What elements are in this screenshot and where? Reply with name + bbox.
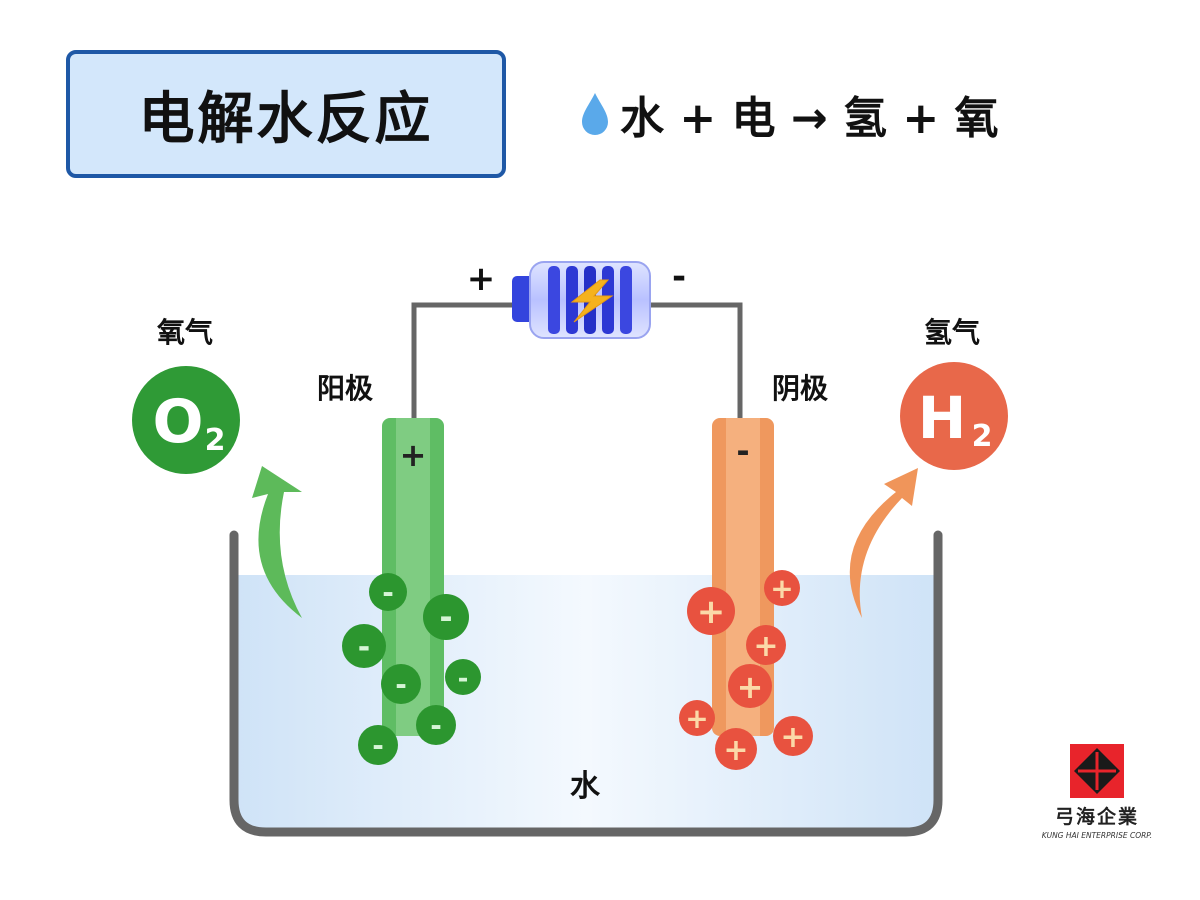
oxygen-subscript: 2: [205, 423, 226, 458]
svg-text:+: +: [780, 720, 805, 755]
svg-text:-: -: [430, 709, 442, 742]
negative-ion: -: [423, 594, 469, 640]
svg-text:+: +: [697, 592, 726, 632]
wire-left: [411, 302, 515, 418]
positive-ion: +: [715, 728, 757, 770]
logo-english-text: KUNG HAI ENTERPRISE CORP.: [1042, 831, 1152, 840]
hydrogen-symbol: H: [918, 384, 967, 452]
svg-text:+: +: [685, 702, 708, 735]
positive-ion: +: [746, 625, 786, 665]
hydrogen-gas-label: 氢气: [924, 316, 980, 349]
positive-ion: +: [764, 570, 800, 606]
svg-text:-: -: [395, 668, 407, 701]
svg-text:-: -: [358, 630, 370, 665]
lightning-icon: [570, 279, 614, 323]
water-drop-icon: [582, 93, 608, 135]
svg-text:-: -: [439, 598, 452, 636]
equation-text: 水 + 电 → 氢 + 氧: [620, 93, 999, 144]
anode-label: 阳极: [317, 372, 373, 405]
hydrogen-subscript: 2: [972, 419, 993, 454]
negative-ion: -: [358, 725, 398, 765]
negative-ion: -: [369, 573, 407, 611]
battery-minus-label: -: [672, 257, 686, 297]
positive-ion: +: [679, 700, 715, 736]
svg-text:-: -: [372, 729, 384, 762]
negative-ion: -: [416, 705, 456, 745]
anode-sign: +: [400, 436, 427, 474]
svg-text:-: -: [382, 576, 394, 609]
svg-text:+: +: [770, 572, 793, 605]
svg-text:-: -: [458, 664, 469, 694]
title-box: 电解水反应: [66, 50, 506, 178]
logo-chinese-text: 弓海企業: [1055, 805, 1139, 828]
cathode-label: 阴极: [772, 372, 828, 405]
hydrogen-arrow-icon: [849, 468, 918, 618]
negative-ion: -: [381, 664, 421, 704]
oxygen-gas-label: 氧气: [157, 316, 213, 349]
container: [229, 530, 943, 837]
negative-ion: -: [445, 659, 481, 695]
svg-text:+: +: [737, 668, 764, 706]
oxygen-symbol: O: [152, 387, 203, 457]
positive-ion: +: [728, 664, 772, 708]
battery-icon: [512, 261, 651, 339]
company-logo: 弓海企業 KUNG HAI ENTERPRISE CORP.: [1042, 744, 1152, 840]
oxygen-molecule: O 2: [132, 366, 240, 474]
positive-ion: +: [773, 716, 813, 756]
svg-text:+: +: [723, 733, 748, 768]
wire-right: [650, 302, 743, 418]
svg-text:+: +: [753, 629, 778, 664]
reaction-equation: 水 + 电 → 氢 + 氧: [578, 84, 999, 144]
hydrogen-molecule: H 2: [900, 362, 1008, 470]
water-label: 水: [570, 769, 601, 804]
page-title: 电解水反应: [138, 86, 434, 152]
battery-plus-label: +: [467, 259, 496, 299]
cathode-sign: -: [736, 432, 749, 470]
positive-ion: +: [687, 587, 735, 635]
negative-ion: -: [342, 624, 386, 668]
oxygen-arrow-icon: [252, 466, 302, 618]
